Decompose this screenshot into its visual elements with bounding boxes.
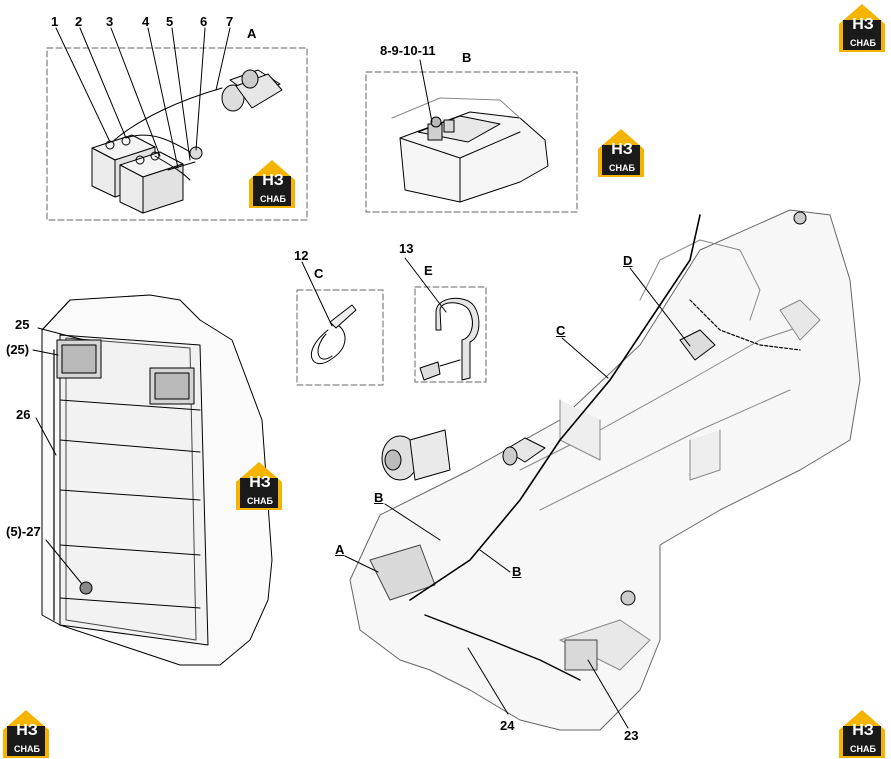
marker-d: D xyxy=(623,253,633,268)
logo-line1: НЗ xyxy=(16,722,38,739)
brand-logo-bottom-right: НЗ СНАБ xyxy=(837,710,889,758)
starter-motor-main xyxy=(502,437,546,466)
logo-line2: СНАБ xyxy=(14,744,40,754)
view-e-title: E xyxy=(424,263,433,278)
callout-8-11: 8-9-10-11 xyxy=(380,43,436,58)
logo-line2: СНАБ xyxy=(609,163,635,173)
detail-view-c xyxy=(296,289,384,386)
view-b-title: B xyxy=(462,50,472,65)
brand-logo-mid-b: НЗ СНАБ xyxy=(596,129,648,177)
marker-b-upper: B xyxy=(374,490,384,505)
machine-chassis xyxy=(349,209,861,731)
work-lamp-right xyxy=(149,367,195,405)
callout-2: 2 xyxy=(75,14,83,29)
brand-logo-mid-a: НЗ СНАБ xyxy=(247,160,299,208)
leader-lines xyxy=(32,27,691,729)
logo-line2: СНАБ xyxy=(850,744,876,754)
callout-3: 3 xyxy=(106,14,114,29)
callout-26: 26 xyxy=(16,407,31,422)
callout-1: 1 xyxy=(51,14,59,29)
callout-6: 6 xyxy=(200,14,208,29)
starter-motor xyxy=(221,69,283,112)
logo-line2: СНАБ xyxy=(850,38,876,48)
marker-c: C xyxy=(556,323,566,338)
work-lamp-left xyxy=(56,339,102,379)
callout-25-paren: (25) xyxy=(6,342,30,357)
logo-line1: НЗ xyxy=(611,141,633,158)
logo-line1: НЗ xyxy=(852,16,874,33)
detail-view-a xyxy=(46,47,308,221)
brand-logo-bottom-left: НЗ СНАБ xyxy=(1,710,53,758)
brand-logo-top-right: НЗ СНАБ xyxy=(837,4,889,52)
brand-logo-center: НЗ СНАБ xyxy=(234,462,286,510)
callout-5-27: (5)-27 xyxy=(6,524,41,539)
logo-line1: НЗ xyxy=(249,474,271,491)
callout-23: 23 xyxy=(624,728,639,743)
callout-24: 24 xyxy=(500,718,515,733)
cab-rear-panel xyxy=(41,294,273,666)
detail-view-e xyxy=(414,286,487,383)
detail-view-b xyxy=(365,71,578,213)
logo-line2: СНАБ xyxy=(247,496,273,506)
view-c-title: C xyxy=(314,266,324,281)
marker-a: A xyxy=(335,542,345,557)
callout-5: 5 xyxy=(166,14,174,29)
callout-13: 13 xyxy=(399,241,414,256)
battery-2 xyxy=(119,151,184,214)
logo-line1: НЗ xyxy=(852,722,874,739)
logo-line2: СНАБ xyxy=(260,194,286,204)
callout-25: 25 xyxy=(15,317,30,332)
callout-7: 7 xyxy=(226,14,234,29)
callout-4: 4 xyxy=(142,14,150,29)
marker-b-lower: B xyxy=(512,564,522,579)
logo-line1: НЗ xyxy=(262,172,284,189)
logo-shapes xyxy=(3,4,885,758)
alternator xyxy=(381,429,451,481)
view-a-title: A xyxy=(247,26,257,41)
callout-12: 12 xyxy=(294,248,309,263)
